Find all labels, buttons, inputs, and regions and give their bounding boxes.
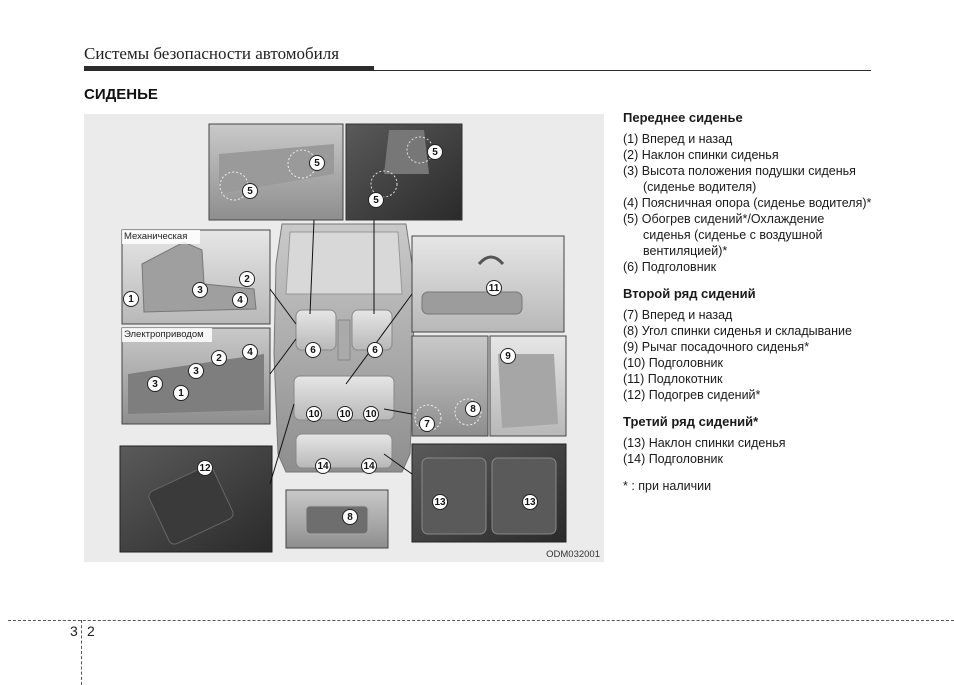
page-chapter-number: 3 — [70, 623, 78, 639]
third-row-title: Третий ряд сидений* — [623, 414, 873, 430]
callout-badge-c12: 12 — [197, 460, 213, 476]
callout-badge-c5d: 5 — [368, 192, 384, 208]
inset-shifter-heated-switches — [346, 124, 462, 220]
inset-console-heated-switches — [209, 124, 343, 220]
second-row-group: Второй ряд сидений (7) Вперед и назад (8… — [623, 286, 873, 403]
legend-item: (14) Подголовник — [623, 451, 873, 467]
second-row-title: Второй ряд сидений — [623, 286, 873, 302]
callout-badge-c10a: 10 — [306, 406, 322, 422]
third-row-seat — [296, 434, 392, 468]
callout-badge-c3b: 3 — [188, 363, 204, 379]
callout-badge-c5c: 5 — [427, 144, 443, 160]
header-rule-thin — [84, 70, 871, 71]
legend-item: (5) Обогрев сидений*/Охлаждение сиденья … — [623, 211, 873, 259]
callout-badge-c13b: 13 — [522, 494, 538, 510]
callout-badge-c2a: 2 — [239, 271, 255, 287]
callout-badge-c5b: 5 — [242, 183, 258, 199]
legend-item: (12) Подогрев сидений* — [623, 387, 873, 403]
label-mechanical: Механическая — [124, 231, 187, 242]
inset-third-row — [412, 444, 566, 542]
inset-folding-lever — [286, 490, 388, 548]
car-top-view — [274, 224, 414, 472]
callout-badge-c10c: 10 — [363, 406, 379, 422]
legend-item: (13) Наклон спинки сиденья — [623, 435, 873, 451]
third-row-group: Третий ряд сидений* (13) Наклон спинки с… — [623, 414, 873, 467]
callout-badge-c6a: 6 — [305, 342, 321, 358]
chapter-header-title: Системы безопасности автомобиля — [84, 44, 339, 64]
legend-item: (1) Вперед и назад — [623, 131, 873, 147]
callout-badge-c7: 7 — [419, 416, 435, 432]
callout-badge-c14a: 14 — [315, 458, 331, 474]
callout-badge-c11: 11 — [486, 280, 502, 296]
section-title: СИДЕНЬЕ — [84, 86, 158, 103]
legend-item: (11) Подлокотник — [623, 371, 873, 387]
legend-item: (3) Высота положения подушки сиденья (си… — [623, 163, 873, 195]
callout-badge-c8b: 8 — [342, 509, 358, 525]
legend-item: (9) Рычаг посадочного сиденья* — [623, 339, 873, 355]
front-seat-group: Переднее сиденье (1) Вперед и назад (2) … — [623, 110, 873, 275]
legend-item: (6) Подголовник — [623, 259, 873, 275]
callout-badge-c1b: 1 — [173, 385, 189, 401]
page-footer-rule — [8, 620, 954, 621]
footnote: * : при наличии — [623, 478, 873, 494]
inset-door-heated-switch — [120, 446, 272, 552]
callout-badge-c10b: 10 — [337, 406, 353, 422]
figure-code: ODM032001 — [546, 549, 600, 560]
legend-item: (2) Наклон спинки сиденья — [623, 147, 873, 163]
callout-badge-c4b: 4 — [242, 344, 258, 360]
callout-badge-c1a: 1 — [123, 291, 139, 307]
callout-badge-c3a: 3 — [192, 282, 208, 298]
label-power: Электроприводом — [124, 329, 204, 340]
callout-badge-c8a: 8 — [465, 401, 481, 417]
page-number: 2 — [87, 623, 95, 639]
callout-badge-c13a: 13 — [432, 494, 448, 510]
callout-badge-c5a: 5 — [309, 155, 325, 171]
callout-badge-c6b: 6 — [367, 342, 383, 358]
callout-badge-c2b: 2 — [211, 350, 227, 366]
callout-badge-c14b: 14 — [361, 458, 377, 474]
legend-item: (7) Вперед и назад — [623, 307, 873, 323]
callout-badge-c4a: 4 — [232, 292, 248, 308]
callout-badge-c3c: 3 — [147, 376, 163, 392]
callout-badge-c9: 9 — [500, 348, 516, 364]
legend-item: (8) Угол спинки сиденья и складывание — [623, 323, 873, 339]
legend-item: (4) Поясничная опора (сиденье водителя)* — [623, 195, 873, 211]
legend-column: Переднее сиденье (1) Вперед и назад (2) … — [623, 110, 873, 494]
front-seat-title: Переднее сиденье — [623, 110, 873, 126]
legend-item: (10) Подголовник — [623, 355, 873, 371]
page-number-divider — [81, 620, 82, 685]
